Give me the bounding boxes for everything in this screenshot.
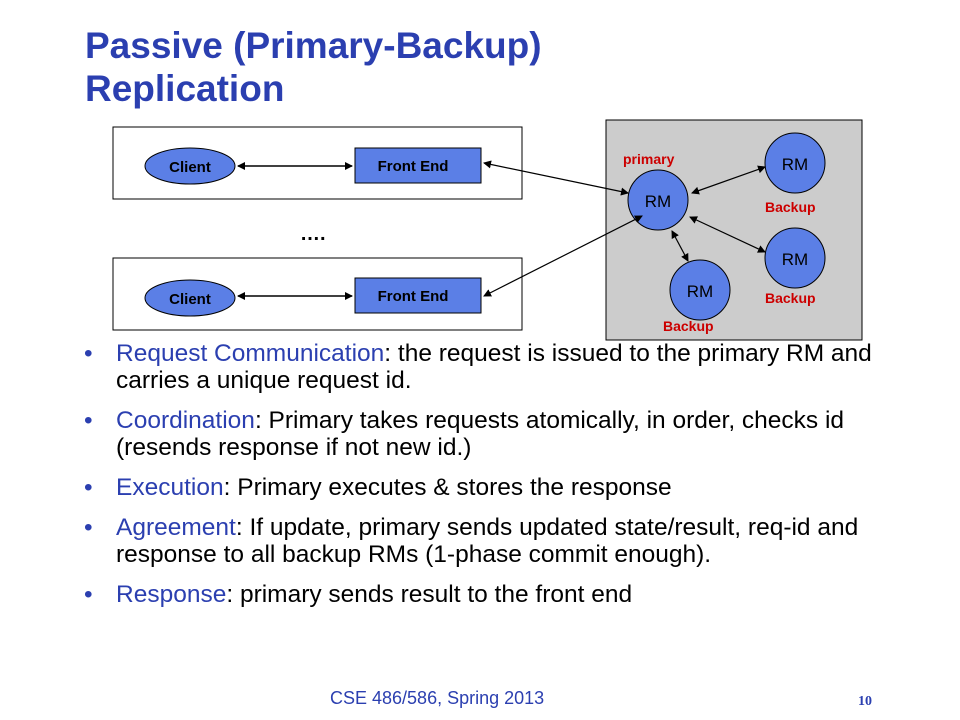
front-end-label-1: Front End [378,158,449,175]
front-end-node-1 [354,147,482,184]
client-label-2: Client [169,291,211,308]
backup-rm-node-2 [764,227,826,289]
slide-title-line-1: Passive (Primary-Backup) [85,25,542,66]
slide-title: Passive (Primary-Backup) Replication [85,24,725,110]
bullet-text: : Primary takes requests atomically, in … [116,407,845,461]
frontend2-primary-link [483,215,643,297]
bullet-list: • Request Communication: the request is i… [80,340,940,621]
ellipsis: …. [300,223,326,245]
bullet-term: Response [116,581,227,608]
primary-backup1-link [691,165,766,195]
backup-label-1: Backup [765,199,816,215]
bullet-term: Execution [116,474,224,501]
backup-rm-node-3 [669,259,731,321]
backup-rm-label-2: RM [782,250,808,269]
backup-rm-label-1: RM [782,155,808,174]
primary-rm-label: RM [645,192,671,211]
bullet-text: : Primary executes & stores the response [223,474,672,501]
bullet-marker: • [84,474,93,501]
primary-backup2-link [689,216,766,253]
frontend1-primary-link [483,160,629,196]
bullet-marker: • [84,581,93,608]
bullet-agreement: • Agreement: If update, primary sends upd… [80,514,940,568]
backup-rm-label-3: RM [687,282,713,301]
backup-rm-node-1 [764,132,826,194]
primary-rm-node [627,169,689,231]
page-number: 10 [858,694,872,709]
bullet-execution: • Execution: Primary executes & stores th… [80,474,940,501]
client-node-2 [144,279,236,317]
bullet-coordination: • Coordination: Primary takes requests at… [80,407,940,461]
front-end-node-2 [354,277,482,314]
bullet-marker: • [84,407,93,434]
bullet-response: • Response: primary sends result to the f… [80,581,940,608]
bullet-marker: • [84,340,93,367]
client-label-1: Client [169,159,211,176]
bullet-term: Agreement [116,514,236,541]
primary-backup3-link [671,230,689,262]
front-end-label-2: Front End [378,288,449,305]
bullet-term: Coordination [116,407,255,434]
primary-label: primary [623,151,675,167]
backup-label-3: Backup [663,318,714,334]
bullet-request-communication: • Request Communication: the request is i… [80,340,940,394]
bullet-term: Request Communication [116,340,385,367]
bullet-text: : If update, primary sends updated state… [116,514,859,568]
bullet-marker: • [84,514,93,541]
bullet-text: : primary sends result to the front end [226,581,633,608]
backup-label-2: Backup [765,290,816,306]
slide-footer: CSE 486/586, Spring 2013 [330,688,545,708]
bullet-text: : the request is issued to the primary R… [116,340,872,394]
slide-title-line-2: Replication [85,68,285,109]
client-node-1 [144,147,236,185]
